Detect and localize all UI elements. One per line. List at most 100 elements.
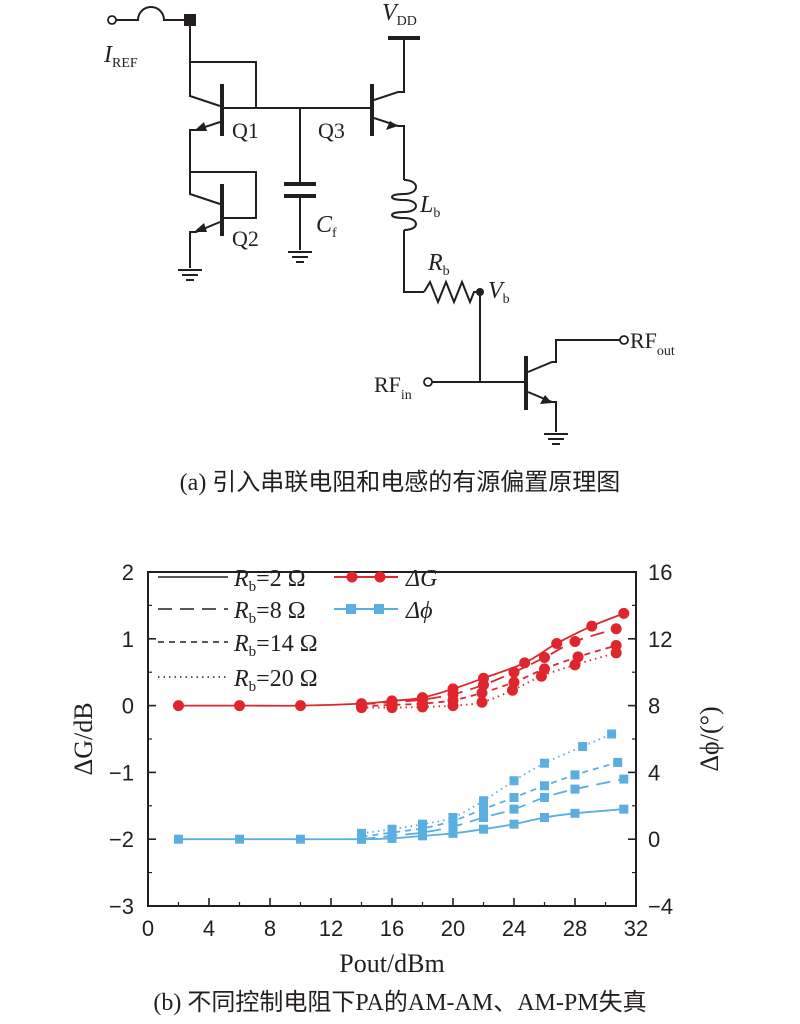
- delta-phi-marker: [174, 834, 183, 844]
- delta-phi-marker: [540, 812, 549, 822]
- x-axis-label: Pout/dBm: [339, 949, 444, 978]
- y-tick-label: 1: [122, 627, 134, 652]
- iref-current-source: [116, 6, 188, 21]
- delta-g-marker: [417, 701, 428, 713]
- q1-diode-loop: [190, 61, 257, 108]
- svg-text:ΔG: ΔG: [405, 566, 437, 592]
- iref-node: [184, 14, 196, 26]
- delta-phi-marker: [448, 822, 458, 832]
- legend-style-rb20: Rb=20 Ω: [158, 666, 318, 695]
- rfout-label: RFout: [630, 328, 675, 359]
- q2-emitter-wire: [189, 221, 221, 268]
- delta-phi-line-0: [178, 808, 624, 841]
- delta-g-marker: [508, 666, 520, 678]
- q2-emitter-arrow: [194, 223, 207, 232]
- delta-phi-marker: [479, 812, 488, 822]
- legend-style-rb14: Rb=14 Ω: [158, 631, 318, 660]
- q3-emitter-arrow: [386, 121, 398, 130]
- delta-phi-marker: [578, 742, 588, 752]
- x-tick-label: 32: [624, 916, 648, 941]
- delta-g-marker: [295, 700, 306, 712]
- q3-emitter-wire: [373, 117, 405, 180]
- x-tick-label: 4: [203, 916, 215, 941]
- delta-g-marker: [539, 652, 550, 664]
- delta-phi-marker: [357, 828, 366, 838]
- delta-phi-marker: [448, 828, 458, 838]
- svg-text:Rb=2 Ω: Rb=2 Ω: [233, 566, 306, 595]
- delta-g-marker: [506, 684, 518, 696]
- delta-g-line-3: [361, 651, 617, 709]
- x-tick-label: 24: [502, 916, 526, 941]
- y-tick-label: −2: [109, 827, 134, 852]
- delta-g-marker: [569, 659, 581, 671]
- q3-collector-wire: [373, 40, 405, 101]
- legend-style-rb2: Rb=2 Ω: [158, 566, 306, 595]
- svg-text:Rb=20 Ω: Rb=20 Ω: [233, 666, 318, 695]
- plot-frame: [147, 571, 637, 907]
- delta-g-marker: [173, 700, 184, 712]
- delta-phi-marker: [387, 824, 397, 834]
- q2-label: Q2: [232, 226, 259, 251]
- delta-phi-marker: [613, 757, 623, 767]
- rb-label: Rb: [427, 250, 450, 279]
- cf-ground-icon: [287, 251, 313, 263]
- series-layer: [173, 607, 630, 844]
- pa-collector-wire: [527, 339, 620, 373]
- delta-phi-marker: [479, 796, 488, 806]
- y-tick-label: −1: [109, 760, 134, 785]
- y-axis-label-left: ΔG/dB: [69, 702, 98, 775]
- delta-phi-marker: [509, 792, 519, 802]
- delta-phi-line-1: [361, 778, 624, 841]
- x-tick-label: 12: [319, 916, 343, 941]
- pa-ground-icon: [543, 433, 569, 445]
- delta-phi-marker: [540, 758, 549, 768]
- delta-phi-marker: [296, 834, 305, 844]
- delta-g-marker: [476, 696, 488, 708]
- q1-emitter-wire: [189, 121, 221, 166]
- y-right-tick-label: 12: [648, 627, 672, 652]
- delta-g-marker: [519, 657, 531, 669]
- delta-g-marker: [234, 700, 245, 712]
- delta-phi-marker: [540, 781, 549, 791]
- lb-wire: [403, 230, 424, 293]
- delta-g-marker: [356, 702, 367, 714]
- rfin-terminal: [423, 377, 433, 387]
- svg-text:Rb=14 Ω: Rb=14 Ω: [233, 631, 318, 660]
- delta-g-marker: [618, 607, 630, 619]
- delta-g-marker: [586, 620, 598, 632]
- caption-b: (b) 不同控制电阻下PA的AM-AM、AM-PM失真: [153, 989, 646, 1016]
- legend-delta-g: ΔG: [334, 566, 437, 592]
- x-tick-label: 8: [264, 916, 276, 941]
- delta-phi-marker: [509, 804, 519, 814]
- cf-label: Cf: [316, 212, 337, 241]
- lb-inductor: [391, 179, 417, 231]
- x-tick-label: 28: [563, 916, 587, 941]
- q1-collector-wire: [189, 26, 221, 107]
- pa-emitter-arrow: [540, 395, 552, 404]
- legend-style-rb8: Rb=8 Ω: [158, 598, 306, 627]
- bias-circuit-schematic: IREF Q1 Q2 Cf VDD Q3 Lb: [103, 0, 675, 445]
- q1-label: Q1: [232, 118, 259, 143]
- legend: Rb=2 Ω Rb=8 Ω Rb=14 Ω Rb=20 Ω ΔG: [158, 566, 437, 695]
- y-axis-label-right: Δϕ/(°): [695, 706, 724, 771]
- delta-phi-marker: [235, 834, 244, 844]
- iref-terminal: [107, 15, 117, 25]
- q2-diode-loop: [190, 171, 257, 219]
- delta-phi-marker: [619, 774, 629, 784]
- delta-phi-marker: [607, 729, 617, 739]
- delta-phi-marker: [509, 819, 519, 829]
- pa-emitter-wire: [527, 391, 557, 432]
- caption-a: (a) 引入串联电阻和电感的有源偏置原理图: [180, 469, 621, 496]
- delta-g-marker: [535, 670, 547, 682]
- q3-label: Q3: [318, 118, 345, 143]
- iref-label: IREF: [103, 42, 138, 71]
- vdd-label: VDD: [382, 0, 417, 29]
- delta-g-marker: [447, 700, 459, 712]
- delta-g-marker: [476, 687, 488, 699]
- delta-g-marker: [386, 702, 398, 714]
